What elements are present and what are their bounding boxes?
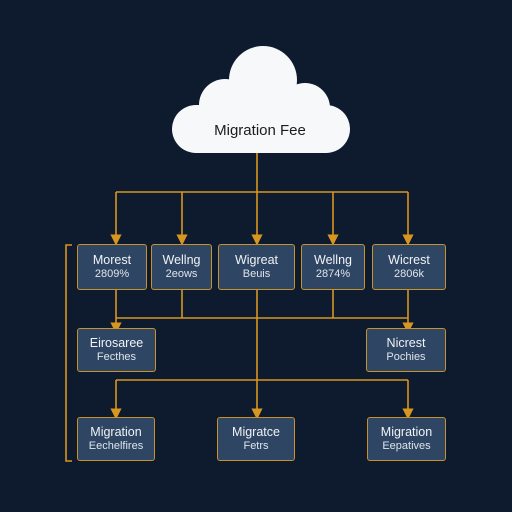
node-title: Nicrest xyxy=(386,336,426,351)
node-subtitle: Eechelfires xyxy=(88,439,144,452)
left-bracket xyxy=(65,244,72,462)
node-row1-1[interactable]: Morest 2809% xyxy=(77,244,147,290)
node-row1-3[interactable]: Wigreat Beuis xyxy=(218,244,295,290)
node-title: Migratce xyxy=(232,425,280,440)
node-title: Eirosaree xyxy=(89,336,144,351)
node-subtitle: 2809% xyxy=(94,267,130,280)
node-row1-4[interactable]: Wellng 2874% xyxy=(301,244,365,290)
node-subtitle: Fetrs xyxy=(243,439,269,452)
node-row1-2[interactable]: Wellng 2eows xyxy=(151,244,212,290)
cloud-icon xyxy=(172,46,350,153)
node-row2-left[interactable]: Eirosaree Fecthes xyxy=(77,328,156,372)
node-subtitle: Pochies xyxy=(386,350,426,363)
node-row1-5[interactable]: Wicrest 2806k xyxy=(372,244,446,290)
node-subtitle: 2874% xyxy=(315,267,351,280)
node-subtitle: Beuis xyxy=(242,267,271,280)
cloud-label: Migration Fee xyxy=(214,122,306,139)
node-row3-left[interactable]: Migration Eechelfires xyxy=(77,417,155,461)
node-row3-center[interactable]: Migratce Fetrs xyxy=(217,417,295,461)
node-subtitle: Fecthes xyxy=(96,350,137,363)
node-row2-right[interactable]: Nicrest Pochies xyxy=(366,328,446,372)
node-row3-right[interactable]: Migration Eepatives xyxy=(367,417,446,461)
node-title: Migration xyxy=(380,425,433,440)
node-title: Wicrest xyxy=(388,253,430,268)
node-title: Migration xyxy=(90,425,142,440)
node-subtitle: Eepatives xyxy=(382,439,431,452)
node-title: Morest xyxy=(92,253,132,268)
node-title: Wigreat xyxy=(234,253,279,268)
node-subtitle: 2eows xyxy=(165,267,198,280)
node-subtitle: 2806k xyxy=(394,267,424,280)
node-title: Wellng xyxy=(162,253,201,268)
node-title: Wellng xyxy=(314,253,352,268)
